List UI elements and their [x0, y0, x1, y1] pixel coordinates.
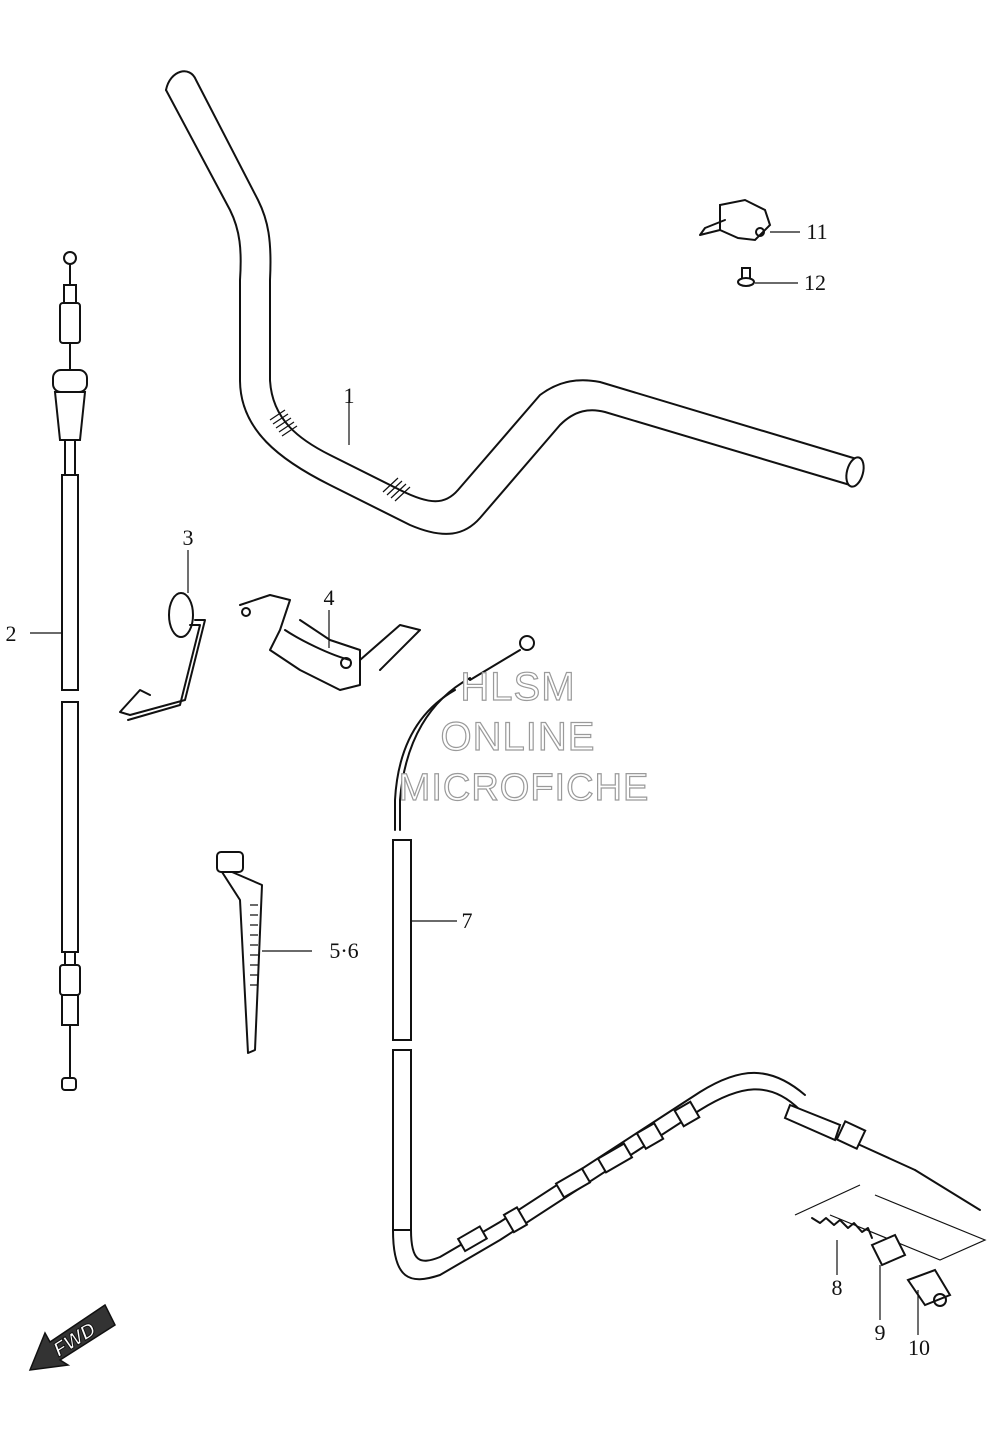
part-2-cable[interactable]: [30, 251, 88, 1091]
fwd-arrow-icon: [28, 1303, 116, 1371]
part-7-cable[interactable]: [392, 635, 981, 1281]
handlebar-knurl-left: [269, 409, 298, 437]
part-8-spring[interactable]: [811, 1217, 873, 1275]
part-5-6-cable-tie[interactable]: [216, 851, 312, 1054]
handlebar-knurl-right: [382, 477, 411, 502]
callout-4: 4: [324, 585, 335, 610]
callout-5-6: 5·6: [329, 938, 358, 963]
callout-10: 10: [908, 1335, 930, 1360]
part-9-sleeve[interactable]: [870, 1233, 907, 1320]
watermark-line-2: ONLINE: [441, 715, 596, 759]
callout-3: 3: [183, 525, 194, 550]
callout-12: 12: [804, 270, 826, 295]
part-4-clamp[interactable]: [239, 594, 421, 691]
part-3-wire-clip[interactable]: [119, 550, 206, 721]
callout-8: 8: [832, 1275, 843, 1300]
part-10-end-fitting[interactable]: [906, 1268, 952, 1335]
part-12-screw[interactable]: [737, 267, 798, 287]
callout-7: 7: [462, 908, 473, 933]
part-1-handlebar[interactable]: [165, 70, 867, 535]
parts-8-9-10-group: [794, 1184, 987, 1261]
fwd-arrow-badge: FWD: [28, 1303, 116, 1371]
watermark: HLSM ONLINE MICROFICHE: [398, 664, 650, 809]
part-11-bracket[interactable]: [699, 198, 800, 242]
callout-11: 11: [806, 219, 827, 244]
callout-2: 2: [6, 621, 17, 646]
watermark-line-1: HLSM: [460, 665, 575, 709]
callout-1: 1: [344, 383, 355, 408]
callout-9: 9: [875, 1320, 886, 1345]
watermark-line-3: MICROFICHE: [399, 767, 650, 809]
